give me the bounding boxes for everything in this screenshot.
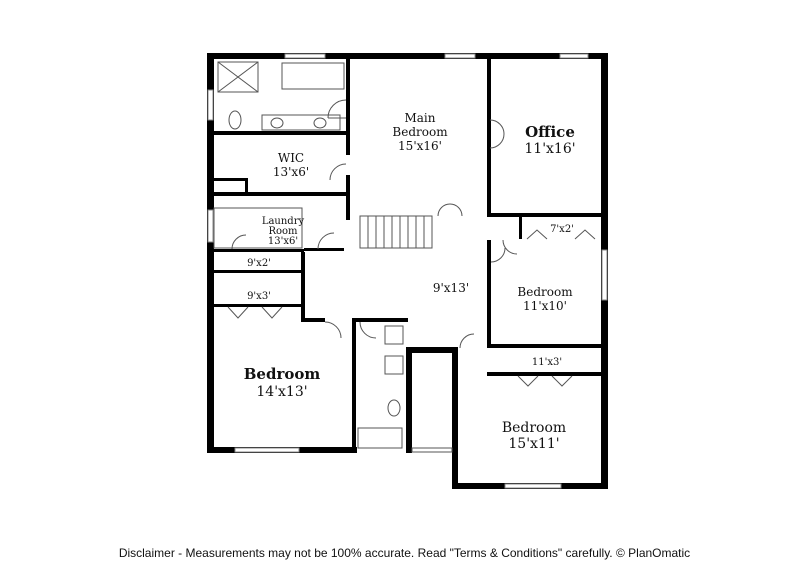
bedroom-2-label: Bedroom [517,285,573,299]
main-bedroom-label-2: Bedroom [392,125,448,139]
bedroom-4-size: 15'x11' [508,436,559,452]
office-size: 11'x16' [524,141,575,157]
bedroom-4-label: Bedroom [502,420,566,436]
office-label: Office [525,123,575,141]
laundry-label-1: Laundry [262,216,305,227]
wic-size: 13'x6' [273,165,309,179]
closet-7x2-size: 7'x2' [550,224,574,235]
closet-9x3-size: 9'x3' [247,291,271,302]
closet-9x2-size: 9'x2' [247,258,271,269]
laundry-size: 13'x6' [268,236,298,247]
partitions [213,61,453,453]
windows [207,53,608,489]
bedroom-3-size: 14'x13' [256,384,307,400]
wic-label: WIC [278,151,304,165]
bedroom-3-label: Bedroom [244,365,321,383]
main-bedroom-label-1: Main [404,111,435,125]
hall-size: 9'x13' [433,281,469,295]
door-swings [227,99,596,387]
bedroom-2-size: 11'x10' [523,299,567,313]
floor-plan: Main Bedroom 15'x16' Office 11'x16' WIC … [207,53,608,489]
closet-11x3-size: 11'x3' [532,357,562,368]
main-bedroom-size: 15'x16' [398,139,442,153]
interior-walls [214,59,601,450]
disclaimer-text: Disclaimer - Measurements may not be 100… [118,546,691,560]
laundry-label-2: Room [268,226,298,237]
room-labels: Main Bedroom 15'x16' Office 11'x16' WIC … [244,111,576,452]
